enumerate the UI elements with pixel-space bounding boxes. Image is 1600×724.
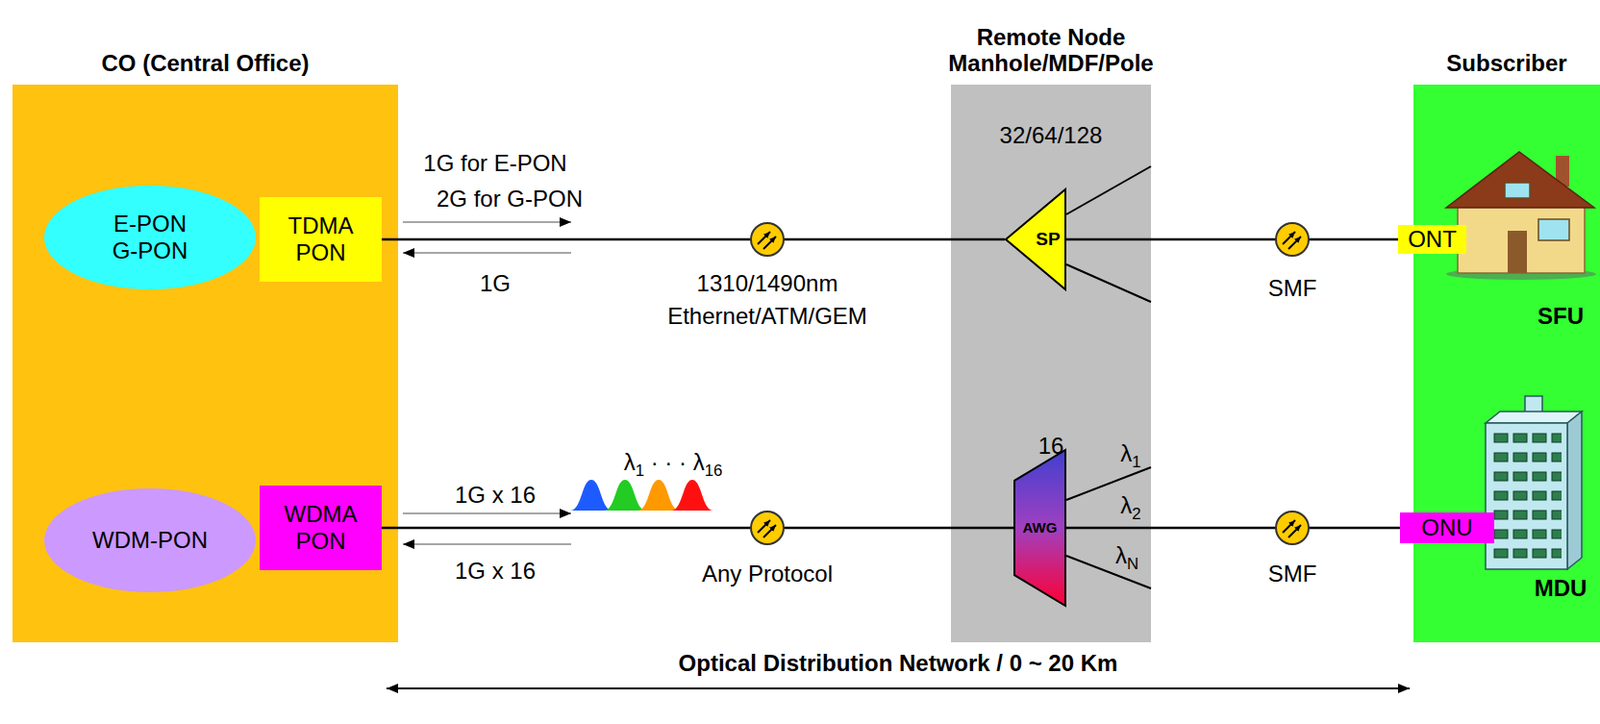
ellipse-node: E-PON G-PON	[43, 184, 257, 291]
node-label: ONU	[1421, 516, 1473, 540]
ellipse-shape	[44, 185, 256, 290]
node-label: ONT	[1407, 227, 1457, 251]
mdu-building-icon-part	[1567, 411, 1582, 570]
annotation-label: 1G x 16	[454, 481, 536, 509]
ellipse-node: WDM-PON	[43, 487, 257, 594]
odn-span-arrow-part	[898, 687, 1410, 690]
annotation-label: λ1 · · · λ16	[624, 449, 724, 480]
fiber-symbols-part	[1275, 223, 1309, 256]
triangle-node: SP	[1004, 188, 1067, 291]
annotation-label: 1310/1490nm	[697, 270, 839, 298]
annotation-label: SFU	[1537, 302, 1584, 330]
annotation-label: λN	[1115, 542, 1139, 574]
annotation-label: SMF	[1268, 560, 1318, 588]
fiber-link	[381, 526, 1014, 530]
wavelength-humps-part	[637, 479, 680, 511]
annotation-label: 2G for G-PON	[436, 185, 583, 213]
mdu-building-icon-part	[1485, 423, 1568, 570]
annotation-label: SMF	[1268, 275, 1318, 302]
rect-node: ONU	[1400, 512, 1495, 544]
panel-fill	[950, 84, 1151, 643]
region-heading: Subscriber	[1415, 50, 1599, 77]
annotation-label: λ1	[1120, 440, 1141, 472]
mdu-building-icon-part	[1492, 430, 1562, 562]
rate-arrows	[402, 222, 572, 545]
fiber-link	[1066, 526, 1400, 530]
rate-arrows-part	[402, 543, 572, 546]
annotation-label: MDU	[1534, 575, 1588, 602]
house-icon-part	[1504, 182, 1530, 199]
fiber-link	[381, 238, 1005, 242]
annotation-label: 1G for E-PON	[423, 150, 567, 177]
wavelength-humps	[570, 479, 714, 511]
fiber-symbols-part	[750, 511, 784, 545]
panel-fill	[1413, 84, 1600, 643]
mdu-building-icon-part	[1485, 411, 1582, 424]
region-heading: Remote Node Manhole/MDF/Pole	[925, 24, 1176, 77]
panel-fill	[12, 84, 399, 643]
annotation-label: Any Protocol	[701, 560, 833, 588]
ellipse-shape	[44, 488, 256, 593]
node-label: E-PON G-PON	[105, 210, 195, 264]
node-label: AWG	[1023, 519, 1058, 536]
annotation-label: 1G	[479, 270, 511, 298]
node-label: TDMA PON	[276, 212, 366, 266]
splitter-triangle	[1005, 189, 1066, 290]
annotation-label: 1G x 16	[454, 557, 536, 585]
region-panel: CO (Central Office)E-PON G-PONTDMA PONWD…	[12, 84, 399, 643]
odn-span-arrow	[386, 688, 1410, 690]
fiber-symbols-part	[750, 223, 784, 256]
house-icon	[1446, 151, 1597, 280]
mdu-building-icon	[1485, 396, 1582, 570]
rate-arrows-part	[402, 221, 572, 224]
rect-node: TDMA PON	[259, 197, 382, 282]
node-label: WDM-PON	[92, 526, 208, 554]
fiber-link	[1066, 238, 1399, 242]
wavelength-humps-part	[671, 479, 714, 511]
awg-trapezoid	[1014, 450, 1066, 606]
wavelength-humps-part	[603, 479, 647, 511]
annotation-label: Ethernet/ATM/GEM	[667, 302, 868, 330]
splitter-fan-lines-part	[1066, 264, 1151, 302]
region-panel: SubscriberONTONU	[1413, 84, 1600, 643]
wavelength-humps-part	[570, 479, 613, 511]
fiber-symbols-part	[1275, 511, 1309, 545]
house-icon-part	[1507, 230, 1527, 274]
splitter-fan-lines	[1066, 166, 1151, 589]
odn-span-arrow-part	[386, 687, 899, 690]
rect-node: ONT	[1398, 225, 1467, 254]
splitter-fan-lines-part	[1066, 467, 1151, 500]
rect-node: WDMA PON	[259, 485, 382, 571]
annotation-label: Optical Distribution Network / 0 ~ 20 Km	[678, 650, 1119, 677]
node-label: WDMA PON	[276, 500, 366, 554]
annotation-label: λ2	[1120, 492, 1141, 524]
annotation-label: 32/64/128	[1000, 122, 1103, 150]
house-icon-part	[1446, 151, 1595, 208]
rate-arrows-part	[402, 251, 572, 254]
node-label: SP	[1035, 228, 1060, 250]
region-heading: CO (Central Office)	[23, 50, 389, 77]
annotation-label: 16	[1038, 432, 1065, 460]
house-icon-part	[1538, 219, 1570, 241]
house-icon-part	[1457, 203, 1585, 274]
rate-arrows-part	[402, 512, 572, 515]
trapezoid-node: AWG	[1013, 449, 1067, 607]
splitter-fan-lines-part	[1066, 166, 1151, 215]
